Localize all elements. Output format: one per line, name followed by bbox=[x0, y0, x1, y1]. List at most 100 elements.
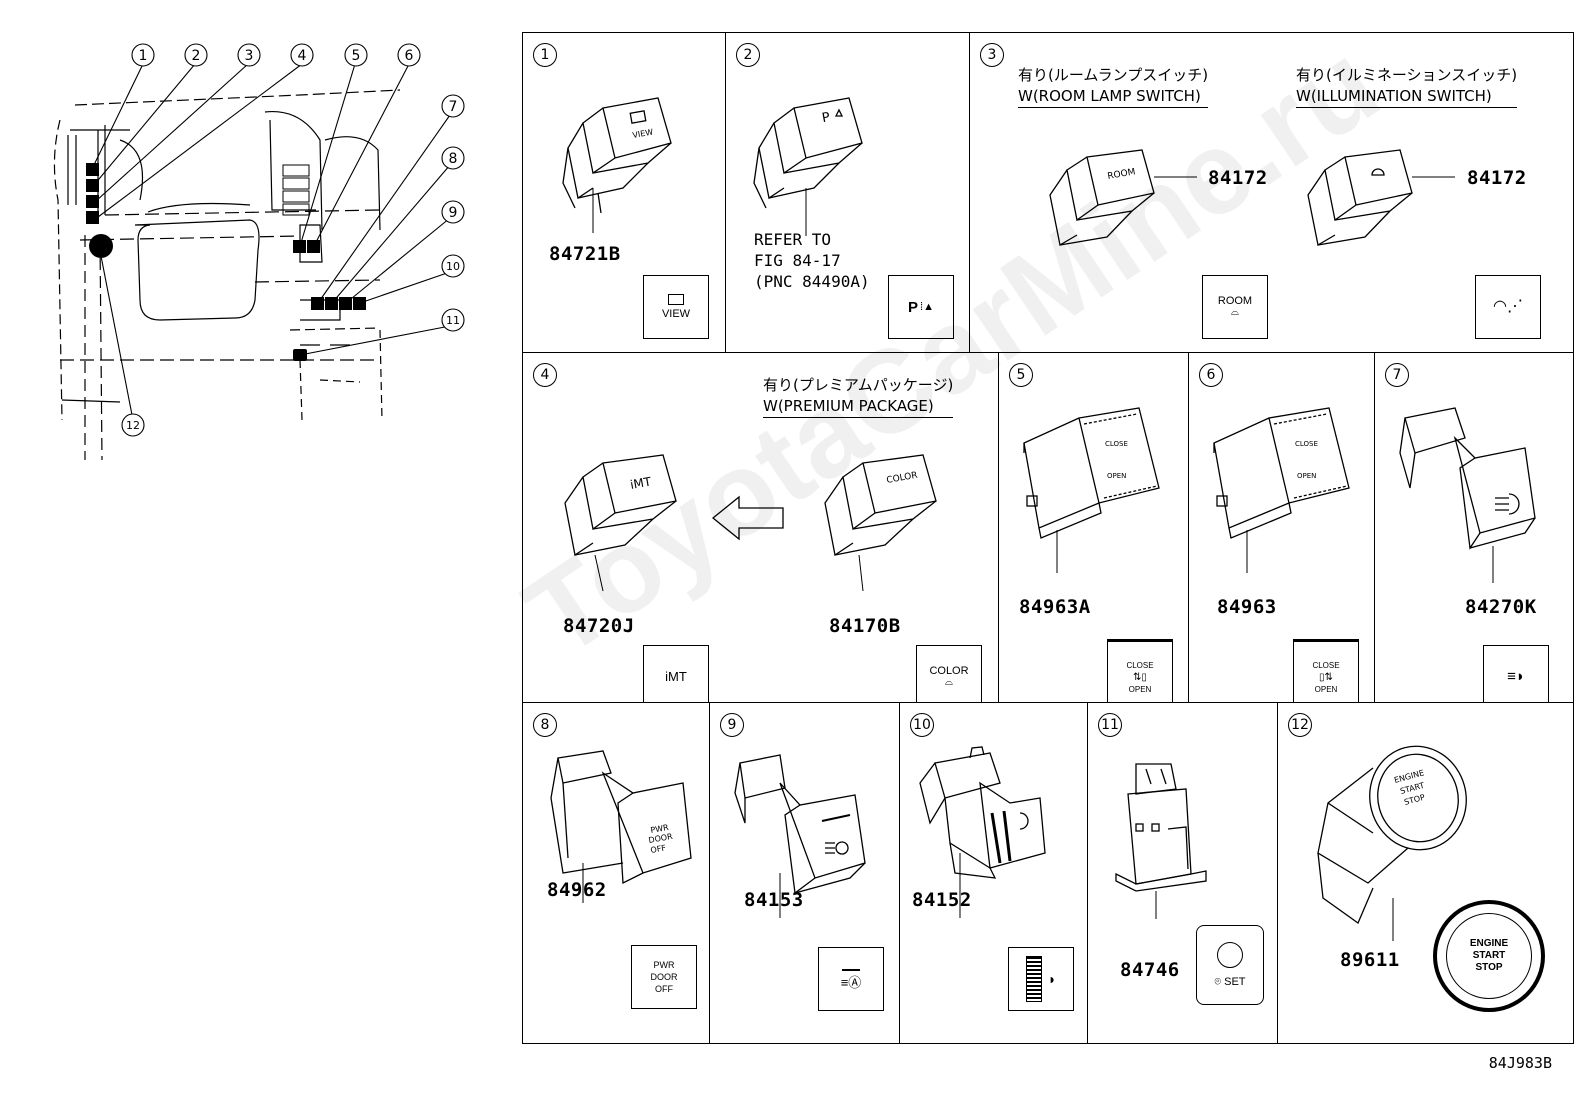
svg-text:DOOR: DOOR bbox=[648, 832, 674, 845]
ref-line: FIG 84-17 bbox=[754, 251, 841, 270]
condition-note: 有り(イルミネーションスイッチ) W(ILLUMINATION SWITCH) bbox=[1296, 65, 1518, 108]
arrow-left-icon bbox=[711, 495, 784, 541]
cell-1: 1 VIEW 84721B VIEW bbox=[523, 33, 726, 353]
switch-drawing: CLOSE OPEN bbox=[1023, 407, 1160, 573]
lamp-icon: COLOR ⌓ bbox=[916, 645, 982, 702]
cell-number: 2 bbox=[736, 43, 760, 67]
icon-label: ENGINE bbox=[1469, 938, 1509, 949]
svg-text:iMT: iMT bbox=[629, 474, 653, 492]
cell-number: 3 bbox=[980, 43, 1004, 67]
cell-9: 9 84153 ≡Ⓐ bbox=[710, 703, 900, 1043]
icon-label: OPEN bbox=[1128, 685, 1152, 694]
icon-label: P bbox=[908, 298, 919, 316]
tire-pressure-icon: ⌾ SET bbox=[1196, 925, 1264, 1005]
cell-6: 6 CLOSE OPEN 84963 CLOSE ▯⇅ OPEN bbox=[1189, 353, 1375, 703]
parts-grid: 1 VIEW 84721B VIEW 2 bbox=[522, 32, 1574, 1044]
svg-text:VIEW: VIEW bbox=[632, 127, 654, 139]
power-door-off-icon: PWR DOOR OFF bbox=[631, 945, 697, 1009]
ref-line: (PNC 84490A) bbox=[754, 272, 870, 291]
cell-number: 9 bbox=[720, 713, 744, 737]
overview-callout: 7 bbox=[449, 99, 458, 115]
switch-drawing bbox=[1307, 149, 1455, 247]
switch-drawing bbox=[919, 746, 1046, 918]
icon-label: START bbox=[1472, 950, 1506, 961]
condition-jp: 有り(プレミアムパッケージ) bbox=[763, 376, 954, 394]
part-number: 84153 bbox=[744, 889, 804, 911]
part-number: 89611 bbox=[1340, 949, 1400, 971]
illumination-icon: ◠⋰ bbox=[1475, 275, 1541, 339]
svg-text:PWR: PWR bbox=[650, 823, 670, 835]
condition-jp: 有り(イルミネーションスイッチ) bbox=[1296, 66, 1518, 84]
cell-8: 8 PWR DOOR OFF 84962 PWR DOOR OFF bbox=[523, 703, 710, 1043]
icon-label: STOP bbox=[1475, 962, 1503, 973]
diagram-code: 84J983B bbox=[1488, 1054, 1552, 1072]
headlamp-level-dial-icon: ◗ bbox=[1008, 947, 1074, 1011]
reference-note: REFER TO FIG 84-17 (PNC 84490A) bbox=[754, 229, 870, 292]
part-number: 84172 bbox=[1467, 167, 1527, 189]
part-number: 84963 bbox=[1217, 596, 1277, 618]
condition-en: W(PREMIUM PACKAGE) bbox=[763, 396, 954, 418]
icon-label: OFF bbox=[655, 984, 673, 994]
overview-callout: 3 bbox=[245, 48, 254, 64]
part-number: 84172 bbox=[1208, 167, 1268, 189]
lamp-icon: ROOM ⌓ bbox=[1202, 275, 1268, 339]
cell-number: 4 bbox=[533, 363, 557, 387]
park-assist-icon: P ⁞▲ bbox=[888, 275, 954, 339]
overview-callout: 4 bbox=[298, 48, 307, 64]
switch-drawing: CLOSE OPEN bbox=[1213, 407, 1350, 573]
cell-number: 5 bbox=[1009, 363, 1033, 387]
engine-start-switch-drawing: ENGINE START STOP bbox=[1317, 745, 1467, 941]
svg-text:CLOSE: CLOSE bbox=[1105, 440, 1128, 448]
switch-drawing: iMT bbox=[564, 454, 677, 592]
icon-label: SET bbox=[1224, 976, 1246, 988]
svg-text:CLOSE: CLOSE bbox=[1295, 440, 1318, 448]
icon-label: iMT bbox=[665, 669, 687, 684]
overview-callout: 9 bbox=[449, 205, 458, 221]
cell-10: 10 84152 ◗ bbox=[900, 703, 1088, 1043]
icon-label: CLOSE bbox=[1126, 661, 1154, 670]
ref-line: REFER TO bbox=[754, 230, 832, 249]
engine-start-stop-icon: ENGINE START STOP bbox=[1433, 900, 1545, 1012]
cell-number: 11 bbox=[1098, 713, 1122, 737]
overview-callout: 1 bbox=[139, 48, 148, 64]
overview-callout: 12 bbox=[126, 419, 140, 432]
svg-text:STOP: STOP bbox=[1403, 793, 1426, 807]
svg-text:COLOR: COLOR bbox=[886, 471, 919, 486]
tpms-switch-drawing bbox=[1115, 763, 1207, 919]
condition-note: 有り(ルームランプスイッチ) W(ROOM LAMP SWITCH) bbox=[1018, 65, 1209, 108]
icon-label: DOOR bbox=[650, 972, 678, 982]
overview-callout: 2 bbox=[192, 48, 201, 64]
cell-4: 4 有り(プレミアムパッケージ) W(PREMIUM PACKAGE) iMT bbox=[523, 353, 999, 703]
cell-number: 12 bbox=[1288, 713, 1312, 737]
svg-text:OPEN: OPEN bbox=[1297, 472, 1316, 480]
icon-label: VIEW bbox=[661, 308, 691, 320]
defogger-icon: ≡◗ bbox=[1483, 645, 1549, 702]
switch-drawing: COLOR bbox=[824, 454, 937, 592]
condition-jp: 有り(ルームランプスイッチ) bbox=[1018, 66, 1209, 84]
cell-number: 6 bbox=[1199, 363, 1223, 387]
overview-callout: 11 bbox=[446, 314, 460, 327]
condition-note: 有り(プレミアムパッケージ) W(PREMIUM PACKAGE) bbox=[763, 375, 954, 418]
icon-label: CLOSE bbox=[1312, 661, 1340, 670]
switch-drawing: P bbox=[753, 97, 863, 236]
cell-5: 5 CLOSE OPEN 84963A CLOSE ⇅▯ OPEN bbox=[999, 353, 1189, 703]
overview-callout: 6 bbox=[405, 48, 414, 64]
cell-7: 7 84270K ≡◗ bbox=[1375, 353, 1573, 703]
overview-callout: 5 bbox=[352, 48, 361, 64]
icon-label: PWR bbox=[653, 960, 675, 970]
cell-number: 1 bbox=[533, 43, 557, 67]
part-number: 84170B bbox=[829, 615, 901, 637]
icon-label: COLOR bbox=[929, 665, 969, 677]
svg-text:OFF: OFF bbox=[650, 843, 667, 855]
cell-12: 12 ENGINE START STOP 89611 ENGINE START … bbox=[1278, 703, 1573, 1043]
slide-door-icon: CLOSE ⇅▯ OPEN bbox=[1107, 639, 1173, 702]
part-number: 84152 bbox=[912, 889, 972, 911]
cell-number: 10 bbox=[910, 713, 934, 737]
switch-drawing bbox=[734, 754, 866, 918]
overview-callout: 8 bbox=[449, 151, 458, 167]
icon-label: ROOM bbox=[1217, 295, 1253, 307]
switch-drawing bbox=[1399, 407, 1536, 583]
condition-en: W(ROOM LAMP SWITCH) bbox=[1018, 86, 1209, 108]
svg-text:ROOM: ROOM bbox=[1107, 167, 1136, 182]
svg-text:OPEN: OPEN bbox=[1107, 472, 1126, 480]
